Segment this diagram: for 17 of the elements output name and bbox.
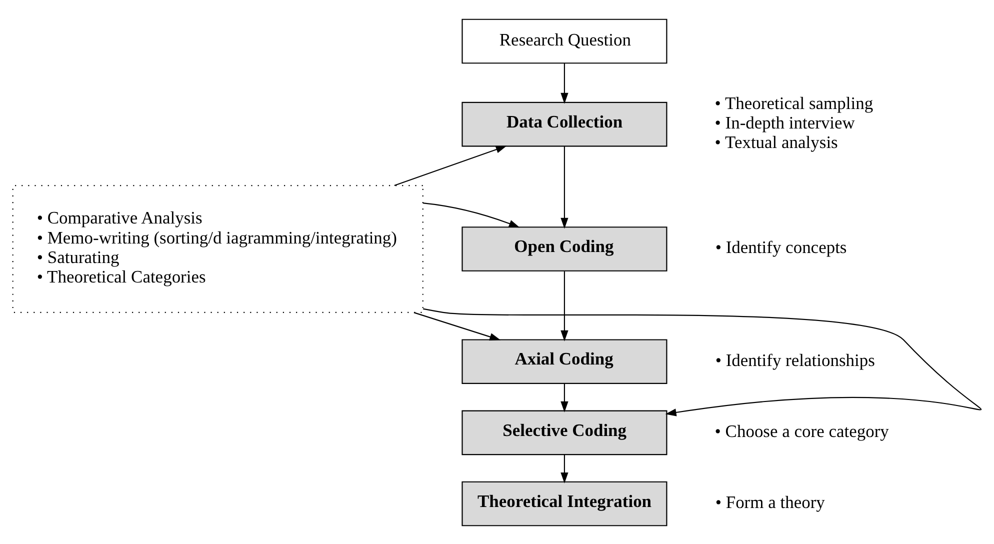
node-label: • Theoretical sampling [714, 92, 874, 112]
node-label: • Textual analysis [714, 132, 838, 152]
node-label: • Choose a core category [714, 420, 889, 440]
node-box: • Comparative Analysis • Memo-writing (sorting/d iagramming/integrating) • Saturating • Theoretical Categories [12, 184, 424, 312]
arrow [422, 202, 520, 228]
node-box: Data Collection [462, 101, 668, 146]
arrow [394, 145, 507, 186]
arrow [560, 146, 568, 228]
node-label: • In-depth interview [714, 112, 855, 132]
arrow [560, 454, 568, 483]
node-box: Open Coding [462, 226, 668, 271]
node-label: • Form a theory [715, 491, 825, 512]
node-box: Theoretical Integration [462, 480, 668, 526]
node-box: Selective Coding [462, 410, 668, 455]
node-label: • Identify concepts [715, 236, 847, 257]
node-box: Research Question [462, 18, 668, 64]
arrow [560, 62, 568, 104]
